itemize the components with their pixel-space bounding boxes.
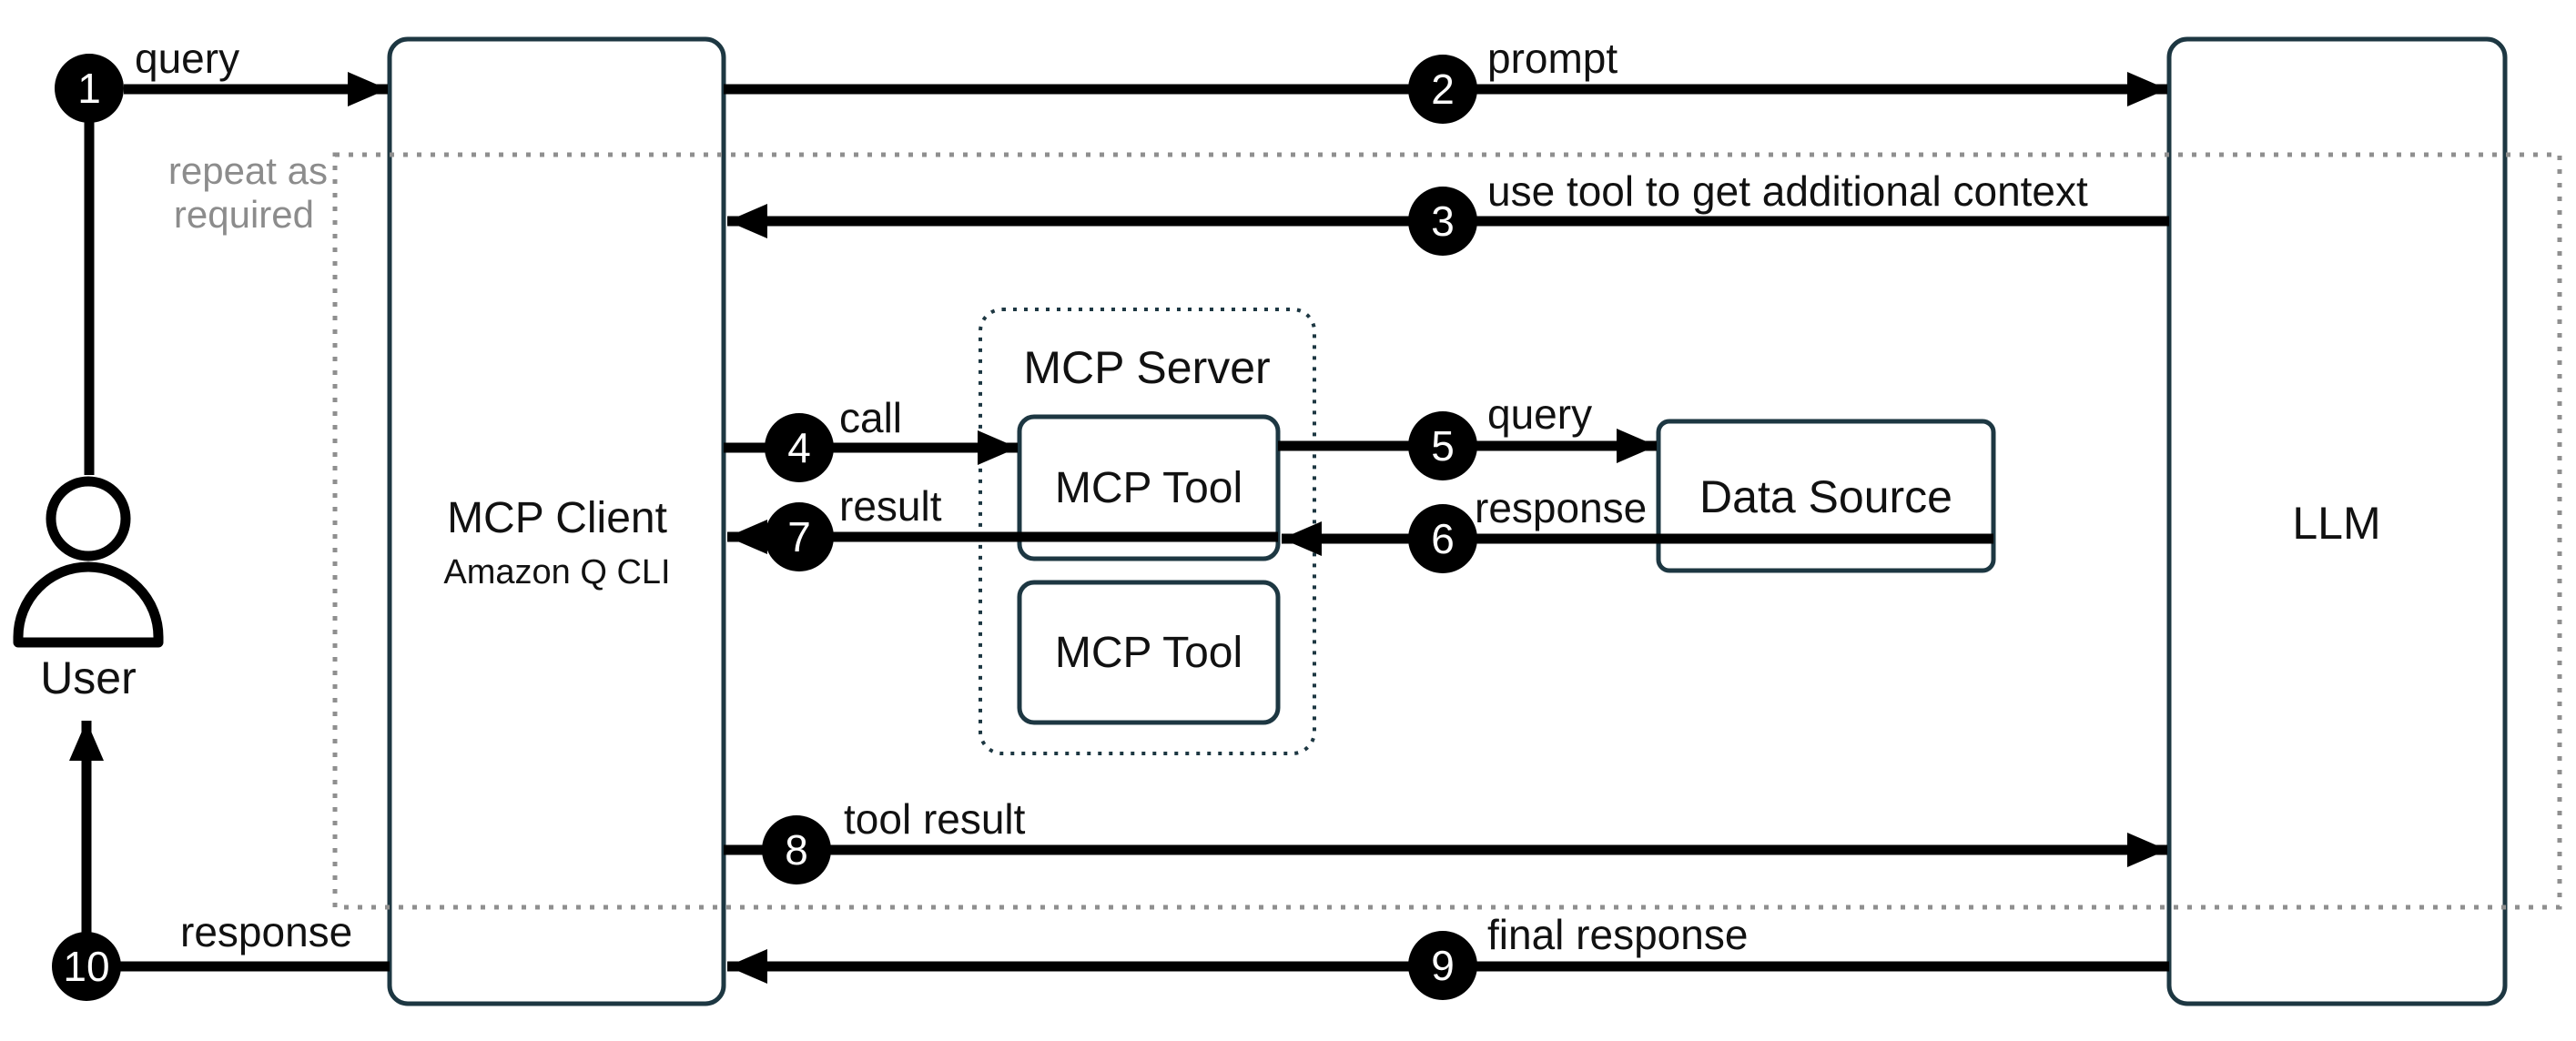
mcp-client-box — [387, 36, 726, 1006]
mcp-server-title: MCP Server — [1023, 342, 1270, 393]
svg-text:8: 8 — [785, 826, 808, 874]
repeat-note-line2: required — [174, 193, 314, 236]
svg-text:5: 5 — [1431, 422, 1455, 470]
mcp-client-subtitle: Amazon Q CLI — [443, 553, 670, 591]
svg-text:9: 9 — [1431, 942, 1455, 989]
step-badge-9: 9 — [1408, 931, 1477, 1000]
svg-text:7: 7 — [787, 513, 811, 561]
user-body-icon — [13, 561, 164, 648]
mcp-client-title: MCP Client — [447, 494, 667, 542]
step-label-query-5: query — [1487, 390, 1592, 438]
step-label-result: result — [839, 482, 942, 530]
step-badge-6: 6 — [1408, 504, 1477, 573]
mcp-tool-1-label: MCP Tool — [1055, 464, 1242, 512]
step-badge-3: 3 — [1408, 187, 1477, 256]
step-label-response-6: response — [1475, 484, 1647, 531]
step-badge-2: 2 — [1408, 55, 1477, 124]
mcp-tool-2-box — [1017, 580, 1281, 725]
data-source-label: Data Source — [1699, 471, 1952, 522]
step-label-query-1: query — [135, 35, 239, 82]
svg-text:4: 4 — [787, 424, 811, 471]
user-icon — [13, 476, 164, 648]
step-label-call: call — [839, 394, 902, 441]
data-source-box — [1656, 419, 1996, 573]
llm-label: LLM — [2292, 498, 2380, 549]
repeat-note-line1: repeat as — [168, 149, 328, 192]
step-badge-4: 4 — [765, 413, 834, 482]
step-badge-10: 10 — [52, 932, 121, 1001]
step-label-prompt: prompt — [1487, 35, 1618, 82]
llm-box — [2166, 36, 2508, 1006]
step-label-use-tool: use tool to get additional context — [1487, 167, 2088, 215]
step-label-tool-result: tool result — [844, 795, 1026, 843]
user-label: User — [40, 652, 137, 703]
step-label-final-response: final response — [1487, 911, 1748, 958]
svg-text:10: 10 — [63, 943, 109, 990]
svg-text:3: 3 — [1431, 197, 1455, 245]
mcp-tool-1-box — [1017, 414, 1281, 561]
mcp-tool-2-label: MCP Tool — [1055, 629, 1242, 677]
step-label-response-10: response — [180, 908, 352, 955]
svg-text:6: 6 — [1431, 515, 1455, 562]
svg-text:2: 2 — [1431, 66, 1455, 113]
step-badge-1: 1 — [55, 54, 124, 123]
step-badge-5: 5 — [1408, 411, 1477, 480]
step-badge-8: 8 — [762, 815, 831, 884]
step-badge-7: 7 — [765, 502, 834, 571]
user-head-icon — [46, 476, 131, 561]
svg-text:1: 1 — [77, 65, 101, 112]
